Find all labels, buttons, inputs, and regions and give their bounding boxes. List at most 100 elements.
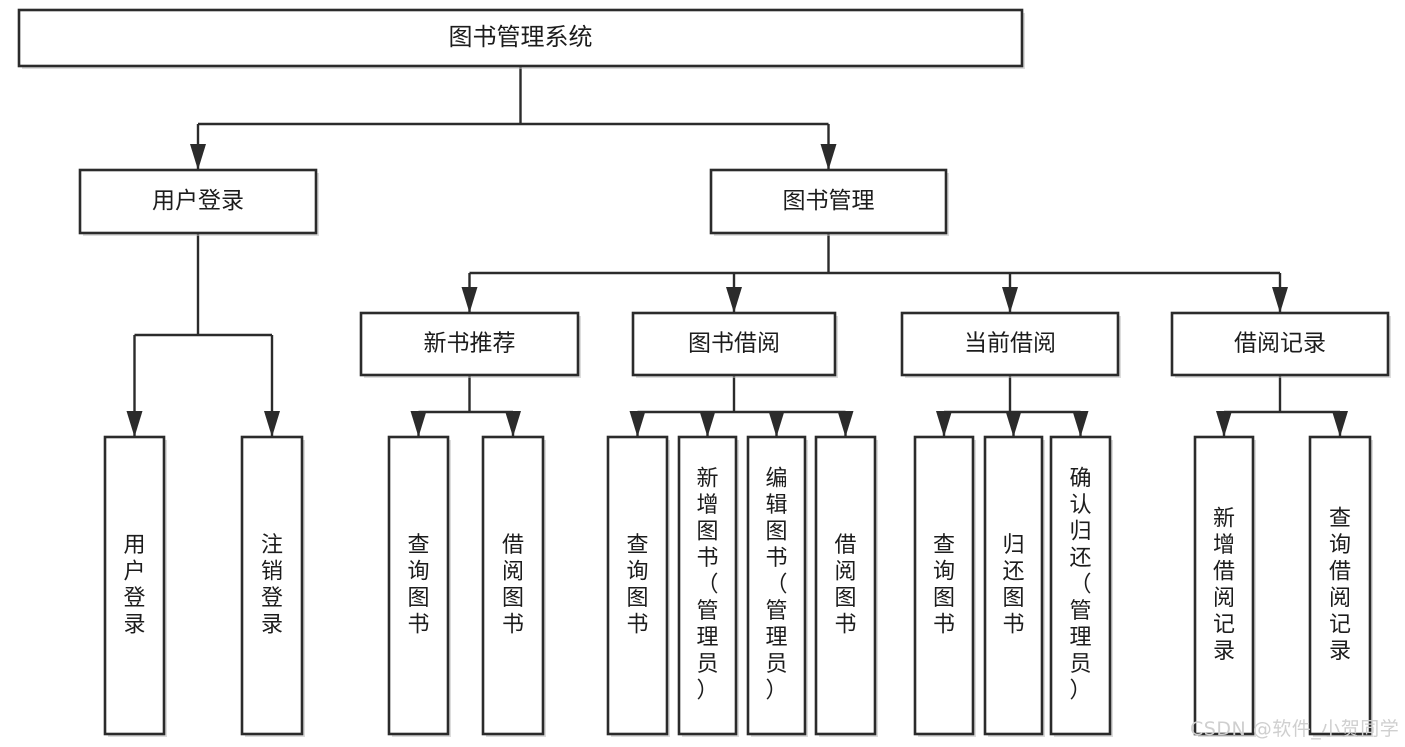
arrow-head-icon [1002,287,1018,313]
arrow-head-icon [699,411,716,437]
arrow-head-icon [629,411,646,437]
node-box[interactable] [631,311,837,377]
node-label: 用户登录 [123,533,145,638]
arrow-head-icon [837,411,854,437]
arrow-head-icon [837,411,854,437]
arrow-head-icon [410,411,427,437]
arrow-head-icon [629,411,646,437]
node-recommend-query-book[interactable]: 查询图书 [387,435,451,737]
node-label: 查询图书 [626,533,648,638]
node-borrow-add-book[interactable]: 新增图书（管理员） [677,435,739,737]
arrow-head-icon [1216,411,1232,437]
arrow-head-icon [1332,411,1348,437]
node-label: 借阅图书 [502,533,524,638]
node-box[interactable] [606,435,669,736]
arrow-head-icon [699,411,716,437]
node-label: 借阅图书 [834,533,856,638]
node-box[interactable] [709,168,948,235]
node-record-query[interactable]: 查询借阅记录 [1308,435,1373,737]
arrow-head-icon [820,144,837,170]
node-user-login-do[interactable]: 用户登录 [103,435,167,737]
node-book-manage[interactable]: 图书管理 [709,168,949,236]
csdn-watermark: CSDN @软件_小贺同学 [1190,718,1400,740]
node-label: 查询借阅记录 [1329,506,1351,664]
arrow-head-icon [1005,411,1022,437]
node-box[interactable] [814,435,877,736]
node-new-book-recommend[interactable]: 新书推荐 [359,311,581,378]
arrow-head-icon [264,411,280,437]
node-borrow-record[interactable]: 借阅记录 [1170,311,1391,378]
node-user-login[interactable]: 用户登录 [78,168,319,236]
arrow-head-icon [768,411,785,437]
node-box[interactable] [387,435,450,736]
arrow-head-icon [1072,411,1089,437]
node-box[interactable] [900,311,1120,377]
node-label: 图书管理系统 [449,23,593,51]
node-current-confirm-return[interactable]: 确认归还（管理员） [1049,435,1113,737]
node-label: 借阅记录 [1234,331,1326,357]
arrow-head-icon [1002,287,1018,313]
arrow-head-icon [1072,411,1089,437]
node-label: 当前借阅 [964,331,1056,357]
arrow-head-icon [768,411,785,437]
node-label: 新增借阅记录 [1213,506,1235,664]
node-label: 查询图书 [407,533,429,638]
arrow-head-icon [726,287,742,313]
arrow-head-icon [1272,287,1288,313]
node-box[interactable] [103,435,166,736]
arrow-head-icon [820,144,837,170]
node-borrow-borrow-book[interactable]: 借阅图书 [814,435,878,737]
node-box[interactable] [913,435,975,736]
arrow-head-icon [410,411,427,437]
node-label: 注销登录 [261,533,283,638]
node-label: 图书借阅 [688,331,780,357]
arrow-head-icon [461,287,478,313]
node-box[interactable] [1049,435,1112,736]
node-box[interactable] [746,435,807,736]
arrow-head-icon [936,411,952,437]
arrow-head-icon [126,411,143,437]
node-box[interactable] [677,435,738,736]
node-current-return-book[interactable]: 归还图书 [983,435,1045,737]
node-box[interactable] [359,311,580,377]
arrow-head-icon [1332,411,1348,437]
connectors-layer [126,66,1348,437]
node-record-add[interactable]: 新增借阅记录 [1193,435,1256,737]
node-label: 查询图书 [933,533,955,638]
node-box[interactable] [1193,435,1255,736]
arrow-head-icon [264,411,280,437]
node-recommend-borrow-book[interactable]: 借阅图书 [481,435,546,737]
node-box[interactable] [240,435,304,736]
node-label: 编辑图书（管理员） [765,467,787,704]
node-borrow-edit-book[interactable]: 编辑图书（管理员） [746,435,808,737]
node-label: 新书推荐 [424,331,516,357]
arrow-head-icon [1005,411,1022,437]
node-box[interactable] [1170,311,1390,377]
node-current-borrow[interactable]: 当前借阅 [900,311,1121,378]
arrow-head-icon [461,287,478,313]
node-label: 确认归还（管理员） [1069,467,1091,704]
node-box[interactable] [78,168,318,235]
arrow-head-icon [505,411,521,437]
node-box[interactable] [481,435,545,736]
arrow-head-icon [190,144,206,170]
node-user-logout[interactable]: 注销登录 [240,435,305,737]
node-label: 归还图书 [1002,533,1024,638]
node-box[interactable] [983,435,1044,736]
arrow-head-icon [1216,411,1232,437]
nodes-layer: 图书管理系统用户登录用户登录注销登录图书管理新书推荐查询图书借阅图书图书借阅查询… [17,8,1391,737]
node-label: 用户登录 [152,188,244,214]
node-root[interactable]: 图书管理系统 [17,8,1025,69]
arrow-head-icon [726,287,742,313]
node-book-borrow[interactable]: 图书借阅 [631,311,838,378]
node-box[interactable] [1308,435,1372,736]
arrow-head-icon [1272,287,1288,313]
node-borrow-query-book[interactable]: 查询图书 [606,435,670,737]
arrow-head-icon [190,144,206,170]
node-box[interactable] [17,8,1024,68]
node-current-query-book[interactable]: 查询图书 [913,435,976,737]
arrow-head-icon [936,411,952,437]
node-label: 图书管理 [783,188,875,214]
arrow-head-icon [126,411,143,437]
